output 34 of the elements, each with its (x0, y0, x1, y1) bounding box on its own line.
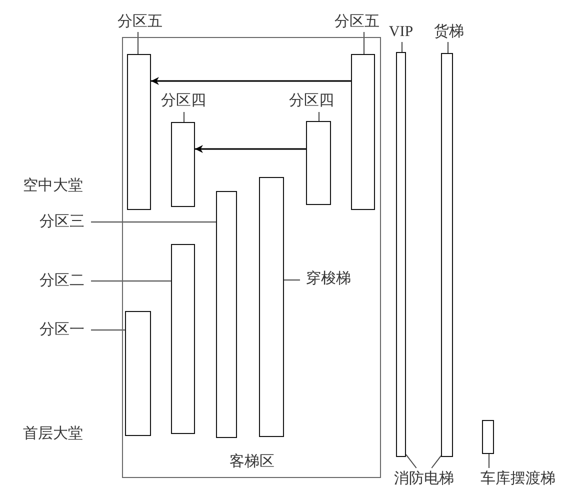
zone-label: 消防电梯 (386, 468, 462, 490)
elevator-shaft (258, 176, 284, 436)
elevator-zone-frame (122, 37, 381, 478)
zone-label: 货梯 (430, 22, 468, 42)
zone-label: 分区五 (331, 12, 383, 32)
zone-label: 分区一 (33, 320, 91, 340)
elevator-shaft (170, 122, 194, 206)
zone-label: 车库摆渡梯 (468, 468, 568, 490)
arrow (195, 145, 306, 153)
zone-label: 穿梭梯 (300, 270, 358, 290)
zone-label: 客梯区 (228, 452, 276, 472)
leader-line (406, 454, 417, 468)
leader-line (488, 454, 490, 468)
zone-label: 分区二 (33, 271, 91, 291)
elevator-shaft (126, 54, 150, 210)
zone-label: 分区四 (284, 92, 338, 112)
leader-line (318, 112, 320, 122)
elevator-shaft (306, 120, 330, 204)
elevator-shaft (482, 420, 494, 454)
zone-label: 分区三 (33, 212, 91, 232)
floor-label: 空中大堂 (22, 176, 84, 196)
elevator-shaft (124, 310, 150, 436)
leader-line (90, 280, 172, 282)
floor-label: 首层大堂 (22, 424, 84, 444)
zone-label: 分区四 (156, 92, 210, 112)
arrow (151, 77, 351, 85)
zone-label: 分区五 (113, 12, 167, 32)
elevator-shaft (350, 54, 374, 210)
leader-line (431, 455, 442, 468)
elevator-shaft (396, 52, 406, 457)
elevator-shaft (216, 190, 236, 438)
elevator-shaft (170, 244, 194, 434)
elevator-shaft (441, 53, 453, 457)
zone-label: VIP (386, 22, 416, 42)
